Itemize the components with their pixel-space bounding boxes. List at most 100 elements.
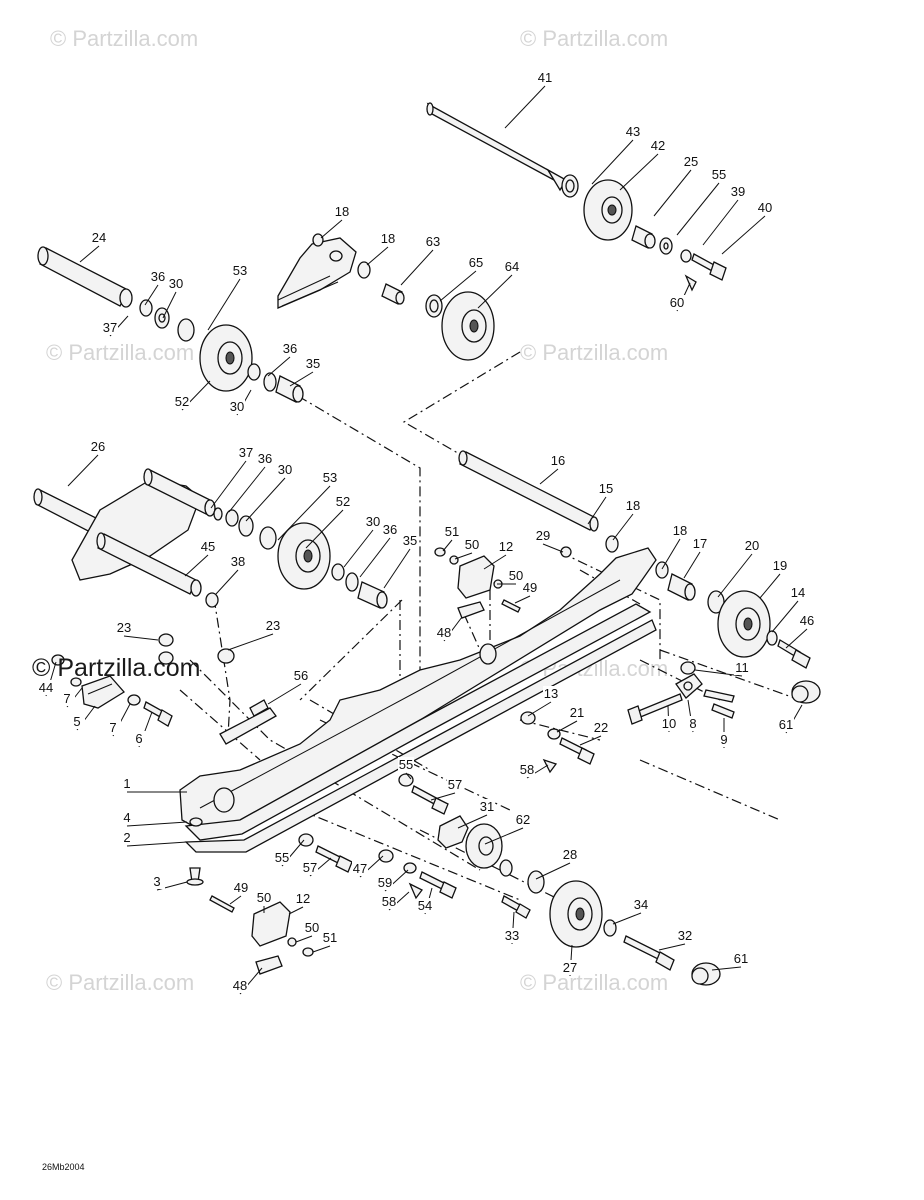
part-callout[interactable]: 37 (102, 315, 129, 337)
part-callout[interactable]: 33 (504, 911, 520, 945)
part-callout[interactable]: 51 (442, 524, 460, 552)
part-callout[interactable]: 7 (59, 687, 83, 708)
part-callout[interactable]: 14 (771, 585, 806, 633)
part-callout[interactable]: 30 (245, 462, 293, 522)
part-callout[interactable]: 49 (229, 880, 249, 905)
part-callout[interactable]: 16 (539, 453, 566, 485)
part-callout[interactable]: 6 (131, 711, 153, 748)
part-callout[interactable]: 26 (67, 439, 106, 487)
part-callout[interactable]: 30 (229, 389, 252, 416)
part-callout[interactable]: 59 (377, 869, 409, 892)
part-callout[interactable]: 58 (519, 762, 549, 779)
nut-4 (189, 817, 203, 827)
part-callout[interactable]: 54 (417, 887, 433, 915)
part-callout[interactable]: 31 (457, 799, 495, 829)
part-callout[interactable]: 65 (439, 255, 484, 302)
part-callout[interactable]: 49 (514, 580, 538, 604)
part-callout[interactable]: 50 (497, 568, 524, 585)
part-callout[interactable]: 52 (174, 380, 211, 411)
part-callout[interactable]: 36 (228, 451, 273, 513)
part-callout[interactable]: 42 (619, 138, 666, 191)
part-callout[interactable]: 23 (227, 618, 281, 651)
part-callout[interactable]: 20 (717, 538, 760, 598)
part-callout[interactable]: 50 (256, 890, 272, 913)
part-callout[interactable]: 18 (320, 204, 350, 239)
part-callout[interactable]: 35 (289, 356, 321, 387)
part-callout[interactable]: 17 (683, 536, 708, 579)
part-callout[interactable]: 40 (721, 200, 773, 255)
part-callout[interactable]: 58 (381, 891, 410, 911)
part-callout[interactable]: 28 (535, 847, 578, 880)
part-callout[interactable]: 10 (661, 705, 677, 733)
part-callout[interactable]: 61 (778, 704, 803, 734)
part-callout[interactable]: 34 (612, 897, 649, 925)
washer-30-b (247, 363, 261, 381)
part-callout[interactable]: 9 (716, 718, 732, 748)
part-callout[interactable]: 23 (116, 620, 159, 641)
part-callout[interactable]: 13 (527, 686, 559, 717)
part-callout[interactable]: 30 (343, 514, 381, 568)
part-callout[interactable]: 18 (661, 523, 688, 570)
part-callout[interactable]: 50 (295, 920, 320, 943)
part-callout[interactable]: 50 (454, 537, 480, 560)
part-callout[interactable]: 44 (38, 661, 57, 697)
part-callout[interactable]: 57 (302, 857, 332, 877)
part-callout[interactable]: 12 (288, 891, 311, 915)
part-callout[interactable]: 60 (669, 282, 691, 312)
part-callout[interactable]: 62 (484, 812, 531, 845)
part-callout[interactable]: 57 (430, 777, 463, 801)
part-callout[interactable]: 5 (69, 705, 96, 731)
rear-fasteners (560, 546, 725, 614)
part-callout[interactable]: 63 (400, 234, 441, 286)
part-callout[interactable]: 55 (398, 757, 414, 780)
part-callout[interactable]: 21 (556, 705, 585, 733)
part-callout[interactable]: 39 (702, 184, 746, 246)
part-callout[interactable]: 22 (579, 720, 609, 746)
callout-label: 18 (626, 498, 640, 513)
part-callout[interactable]: 35 (383, 533, 418, 589)
washer-36-c (225, 509, 239, 527)
part-callout[interactable]: 37 (210, 445, 254, 509)
part-callout[interactable]: 7 (105, 703, 131, 737)
part-callout[interactable]: 18 (366, 231, 396, 266)
part-callout[interactable]: 2 (119, 830, 188, 847)
part-callout[interactable]: 8 (685, 699, 701, 733)
part-callout[interactable]: 25 (653, 154, 699, 217)
spacer-35-b (357, 581, 388, 609)
part-callout[interactable]: 1 (119, 776, 187, 793)
part-callout[interactable]: 30 (162, 276, 184, 319)
part-callout[interactable]: 36 (359, 522, 398, 578)
part-callout[interactable]: 27 (562, 944, 578, 977)
part-callout[interactable]: 45 (184, 539, 216, 577)
part-callout[interactable]: 55 (676, 167, 727, 236)
part-callout[interactable]: 3 (149, 874, 188, 891)
part-callout[interactable]: 24 (79, 230, 107, 263)
part-callout[interactable]: 4 (119, 810, 188, 827)
part-callout[interactable]: 29 (535, 528, 564, 553)
part-callout[interactable]: 32 (658, 928, 693, 951)
part-callout[interactable]: 18 (612, 498, 641, 541)
part-callout[interactable]: 64 (477, 259, 520, 309)
part-callout[interactable]: 53 (207, 263, 248, 331)
part-callout[interactable]: 43 (591, 124, 641, 185)
part-callout[interactable]: 61 (711, 951, 749, 971)
part-callout[interactable]: 52 (305, 494, 351, 549)
part-callout[interactable]: 38 (215, 554, 246, 595)
part-callout[interactable]: 36 (267, 341, 298, 377)
part-callout[interactable]: 53 (277, 470, 338, 541)
part-callout[interactable]: 36 (144, 269, 166, 306)
part-callout[interactable]: 12 (483, 539, 514, 570)
washer-30-d (331, 563, 345, 581)
callout-leader-line (245, 477, 286, 522)
part-callout[interactable]: 15 (587, 481, 614, 525)
part-callout[interactable]: 48 (436, 616, 463, 642)
part-callout[interactable]: 55 (274, 839, 305, 867)
part-callout[interactable]: 56 (267, 668, 309, 705)
part-callout[interactable]: 51 (312, 930, 338, 953)
part-callout[interactable]: 19 (759, 558, 788, 599)
part-callout[interactable]: 46 (785, 613, 815, 649)
part-callout[interactable]: 11 (694, 660, 750, 677)
part-callout[interactable]: 47 (352, 855, 384, 878)
part-callout[interactable]: 48 (232, 967, 263, 995)
part-callout[interactable]: 41 (504, 70, 553, 129)
